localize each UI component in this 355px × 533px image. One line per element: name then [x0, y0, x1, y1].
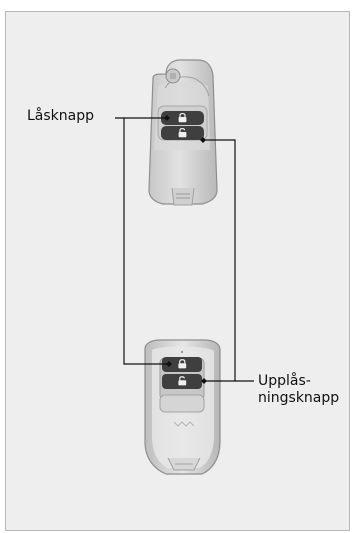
flip-key-fob: [148, 59, 218, 206]
unlock-button-icon-bottom: [178, 376, 187, 386]
callout-markers: [164, 115, 207, 384]
unlock-callout-line: [203, 139, 236, 382]
unlock-button-label-line1: Upplås-: [258, 373, 311, 389]
lock-button-icon-bottom: [178, 359, 187, 369]
unlock-button-label: Upplås- ningsknapp: [258, 373, 339, 407]
unlock-button-icon-top: [178, 127, 187, 138]
lock-button-label: Låsknapp: [27, 108, 95, 124]
lock-callout-line: [115, 117, 170, 365]
callout-lines: [115, 117, 254, 382]
smart-key-fob: [144, 339, 221, 475]
lock-button-icon-top: [178, 112, 187, 123]
unlock-button-label-line2: ningsknapp: [258, 390, 340, 406]
